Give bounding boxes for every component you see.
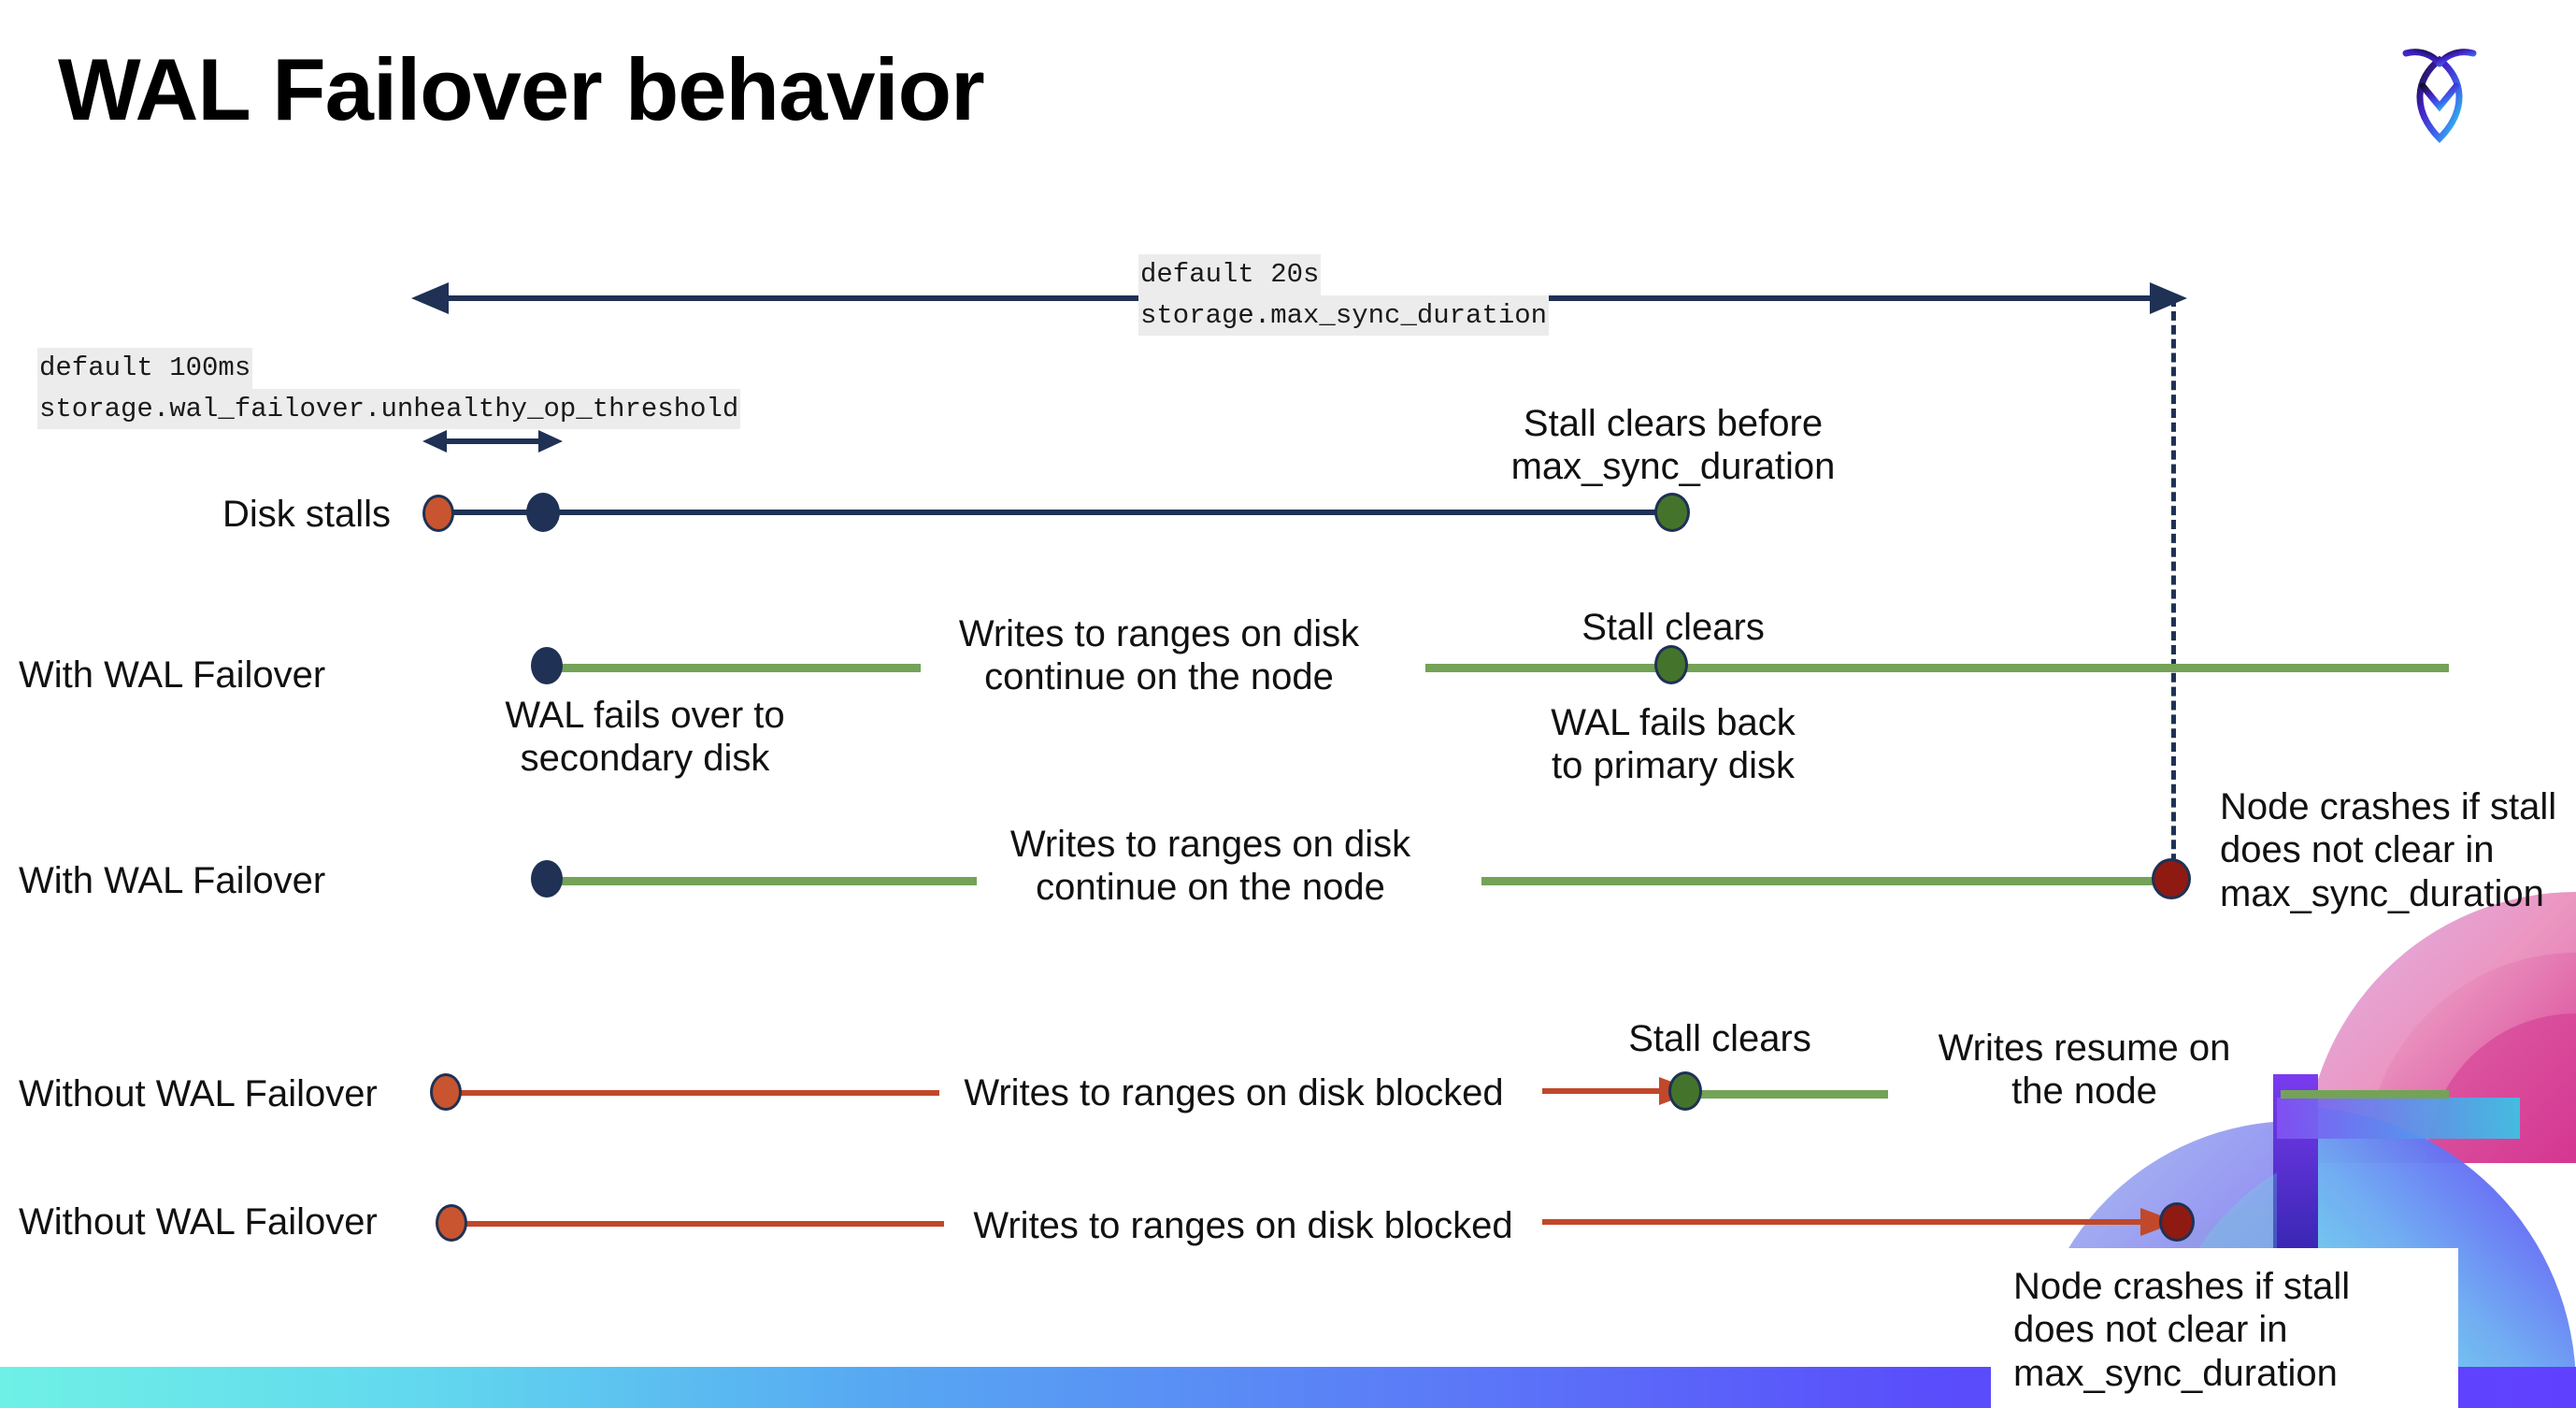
with-wal-failover-1-segment-a bbox=[547, 664, 921, 672]
without-wal-failover-2-node-crash-dot bbox=[2159, 1202, 2195, 1242]
unhealthy-op-threshold-default: default 100ms bbox=[37, 348, 253, 389]
note-stall-clears-2: Stall clears bbox=[1628, 1018, 1811, 1059]
without-wal-failover-1-resume-segment bbox=[1687, 1090, 1888, 1099]
without-wal-failover-1-resume-segment-2 bbox=[2281, 1090, 2449, 1099]
without-wal-failover-2-blocked-segment-a bbox=[458, 1221, 944, 1227]
without-wal-failover-2-stall-start-dot bbox=[436, 1204, 467, 1242]
row-label-without-wal-failover-1: Without WAL Failover bbox=[19, 1073, 378, 1114]
note-writes-continue-2: Writes to ranges on disk continue on the… bbox=[1009, 824, 1411, 909]
note-writes-continue-1: Writes to ranges on disk continue on the… bbox=[958, 613, 1360, 698]
cockroachdb-logo-icon bbox=[2374, 24, 2505, 155]
disk-stalls-timeline bbox=[437, 510, 1676, 515]
with-wal-failover-1-segment-b bbox=[1425, 664, 2449, 672]
row-label-with-wal-failover-2: With WAL Failover bbox=[19, 860, 326, 901]
note-writes-blocked-1: Writes to ranges on disk blocked bbox=[964, 1072, 1504, 1113]
row-label-without-wal-failover-2: Without WAL Failover bbox=[19, 1201, 378, 1243]
disk-stall-start-dot bbox=[422, 495, 454, 532]
note-node-crashes-1: Node crashes if stall does not clear in … bbox=[2220, 786, 2557, 914]
max-sync-duration-default: default 20s bbox=[1138, 254, 1322, 295]
note-writes-resume: Writes resume on the node bbox=[1938, 1027, 2231, 1113]
disk-stall-clear-dot bbox=[1654, 493, 1690, 532]
max-sync-duration-deadline-dashed-line bbox=[2171, 297, 2176, 877]
with-wal-failover-1-failover-dot bbox=[531, 647, 563, 684]
max-sync-duration-annotation: default 20s storage.max_sync_duration bbox=[1138, 254, 1550, 336]
note-node-crashes-2: Node crashes if stall does not clear in … bbox=[2013, 1266, 2351, 1394]
without-wal-failover-2-blocked-arrow bbox=[1542, 1208, 2178, 1236]
unhealthy-op-threshold-annotation: default 100ms storage.wal_failover.unhea… bbox=[37, 348, 741, 429]
with-wal-failover-2-segment-a bbox=[547, 877, 977, 885]
note-stall-clears-before-max-sync: Stall clears before max_sync_duration bbox=[1510, 403, 1836, 488]
with-wal-failover-2-node-crash-dot bbox=[2152, 858, 2191, 899]
unhealthy-op-threshold-span-arrow bbox=[422, 430, 563, 453]
with-wal-failover-1-stall-clears-dot bbox=[1654, 645, 1688, 684]
note-writes-blocked-2: Writes to ranges on disk blocked bbox=[973, 1205, 1513, 1246]
without-wal-failover-1-blocked-segment-a bbox=[453, 1090, 939, 1096]
disk-stall-threshold-dot bbox=[526, 493, 560, 532]
note-wal-fails-back: WAL fails back to primary disk bbox=[1551, 702, 1796, 787]
with-wal-failover-2-failover-dot bbox=[531, 860, 563, 898]
page-title: WAL Failover behavior bbox=[58, 40, 985, 138]
row-label-with-wal-failover-1: With WAL Failover bbox=[19, 654, 326, 696]
max-sync-duration-setting: storage.max_sync_duration bbox=[1138, 295, 1550, 336]
note-wal-fails-over: WAL fails over to secondary disk bbox=[505, 695, 785, 780]
note-stall-clears-1: Stall clears bbox=[1581, 607, 1765, 648]
note-card-node-crashes-2: Node crashes if stall does not clear in … bbox=[1991, 1248, 2458, 1408]
without-wal-failover-1-stall-clears-dot bbox=[1668, 1071, 1702, 1111]
unhealthy-op-threshold-setting: storage.wal_failover.unhealthy_op_thresh… bbox=[37, 388, 741, 429]
with-wal-failover-2-segment-b bbox=[1481, 877, 2168, 885]
without-wal-failover-1-stall-start-dot bbox=[430, 1073, 462, 1111]
row-label-disk-stalls: Disk stalls bbox=[222, 494, 392, 535]
